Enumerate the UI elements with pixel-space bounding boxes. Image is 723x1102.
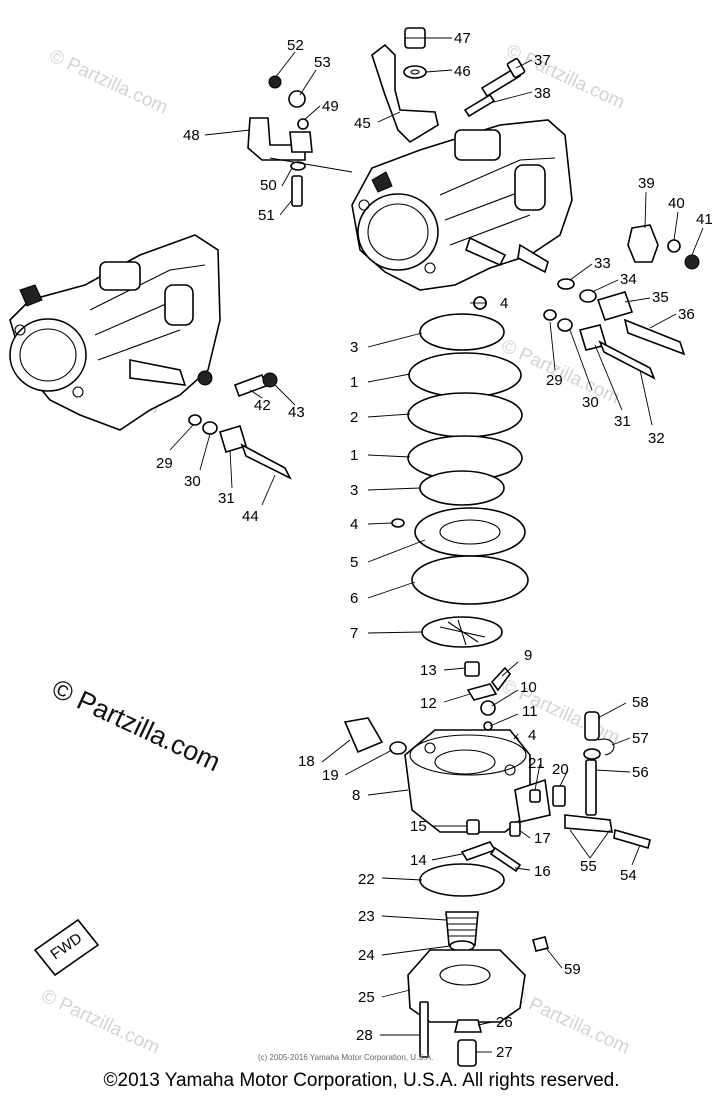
callout-21: 21 <box>528 755 545 772</box>
callout-4-lower: 4 <box>528 727 536 744</box>
callout-14: 14 <box>410 852 427 869</box>
right-small-parts <box>473 224 700 380</box>
inner-copyright: (c) 2005-2016 Yamaha Motor Corporation, … <box>258 1053 433 1062</box>
pump-body-8 <box>404 729 551 833</box>
callout-47: 47 <box>454 30 471 47</box>
callout-30-right: 30 <box>582 394 599 411</box>
callout-labels: 1 1 2 3 3 4 4 4 5 6 7 8 9 10 11 12 13 14… <box>156 30 713 1061</box>
callout-43: 43 <box>288 404 305 421</box>
callout-1-upper: 1 <box>350 374 358 391</box>
callout-31-left: 31 <box>218 490 235 507</box>
callout-35: 35 <box>652 289 669 306</box>
callout-28: 28 <box>356 1027 373 1044</box>
callout-41: 41 <box>696 211 713 228</box>
callout-37: 37 <box>534 52 551 69</box>
watermark: © Partzilla.com <box>508 985 633 1058</box>
callout-3-upper: 3 <box>350 339 358 356</box>
callout-15: 15 <box>410 818 427 835</box>
callout-11: 11 <box>522 703 538 720</box>
fuel-inlet-assembly <box>371 27 439 144</box>
callout-27: 27 <box>496 1044 513 1061</box>
callout-5: 5 <box>350 554 358 571</box>
diaphragm-cover-assembly <box>407 863 549 1067</box>
callout-42: 42 <box>254 397 271 414</box>
callout-36: 36 <box>678 306 695 323</box>
callout-30-left: 30 <box>184 473 201 490</box>
callout-53: 53 <box>314 54 331 71</box>
callout-38: 38 <box>534 85 551 102</box>
callout-7: 7 <box>350 625 358 642</box>
leader-lines <box>169 37 704 1053</box>
callout-6: 6 <box>350 590 358 607</box>
callout-45: 45 <box>354 115 371 132</box>
callout-29-right: 29 <box>546 372 563 389</box>
callout-8: 8 <box>352 787 360 804</box>
callout-12: 12 <box>420 695 437 712</box>
callout-23: 23 <box>358 908 375 925</box>
callout-56: 56 <box>632 764 649 781</box>
screw-37-38 <box>463 58 526 118</box>
callout-40: 40 <box>668 195 685 212</box>
callout-32: 32 <box>648 430 665 447</box>
watermark: © Partzilla.com <box>38 985 163 1058</box>
callout-24: 24 <box>358 947 375 964</box>
callout-19: 19 <box>322 767 339 784</box>
callout-3-lower: 3 <box>350 482 358 499</box>
callout-48: 48 <box>183 127 200 144</box>
carburetor-body-left <box>9 234 221 431</box>
callout-1-lower: 1 <box>350 447 358 464</box>
callout-55: 55 <box>580 858 597 875</box>
callout-16: 16 <box>534 863 551 880</box>
callout-2: 2 <box>350 409 358 426</box>
callout-33: 33 <box>594 255 611 272</box>
callout-59: 59 <box>564 961 581 978</box>
lever-assembly <box>564 711 651 850</box>
callout-9: 9 <box>524 647 532 664</box>
callout-29-left: 29 <box>156 455 173 472</box>
fuel-fitting-18-19 <box>343 717 407 755</box>
callout-51: 51 <box>258 207 275 224</box>
callout-50: 50 <box>260 177 277 194</box>
callout-54: 54 <box>620 867 637 884</box>
callout-25: 25 <box>358 989 375 1006</box>
footer-copyright: ©2013 Yamaha Motor Corporation, U.S.A. A… <box>103 1070 620 1091</box>
callout-46: 46 <box>454 63 471 80</box>
callout-10: 10 <box>520 679 537 696</box>
callout-58: 58 <box>632 694 649 711</box>
needle-valve-parts <box>464 661 519 745</box>
callout-4-middle: 4 <box>350 516 358 533</box>
carburetor-body-right <box>351 119 573 291</box>
watermark-prominent: © Partzilla.com <box>47 673 225 777</box>
bracket-48 <box>247 75 313 207</box>
watermark: © Partzilla.com <box>46 45 171 118</box>
left-small-parts <box>188 372 292 480</box>
callout-52: 52 <box>287 37 304 54</box>
callout-49: 49 <box>322 98 339 115</box>
callout-20: 20 <box>552 761 569 778</box>
callout-39: 39 <box>638 175 655 192</box>
callout-4-top: 4 <box>500 295 508 312</box>
callout-22: 22 <box>358 871 375 888</box>
callout-17: 17 <box>534 830 551 847</box>
pump-small-parts <box>460 785 566 873</box>
callout-31-right: 31 <box>614 413 631 430</box>
callout-57: 57 <box>632 730 649 747</box>
forward-arrow: FWD <box>33 918 100 977</box>
callout-34: 34 <box>620 271 637 288</box>
center-gasket-stack <box>391 296 529 648</box>
callout-13: 13 <box>420 662 437 679</box>
watermark: © Partzilla.com <box>503 40 628 113</box>
callout-44: 44 <box>242 508 259 525</box>
callout-18: 18 <box>298 753 315 770</box>
callout-26: 26 <box>496 1014 513 1031</box>
